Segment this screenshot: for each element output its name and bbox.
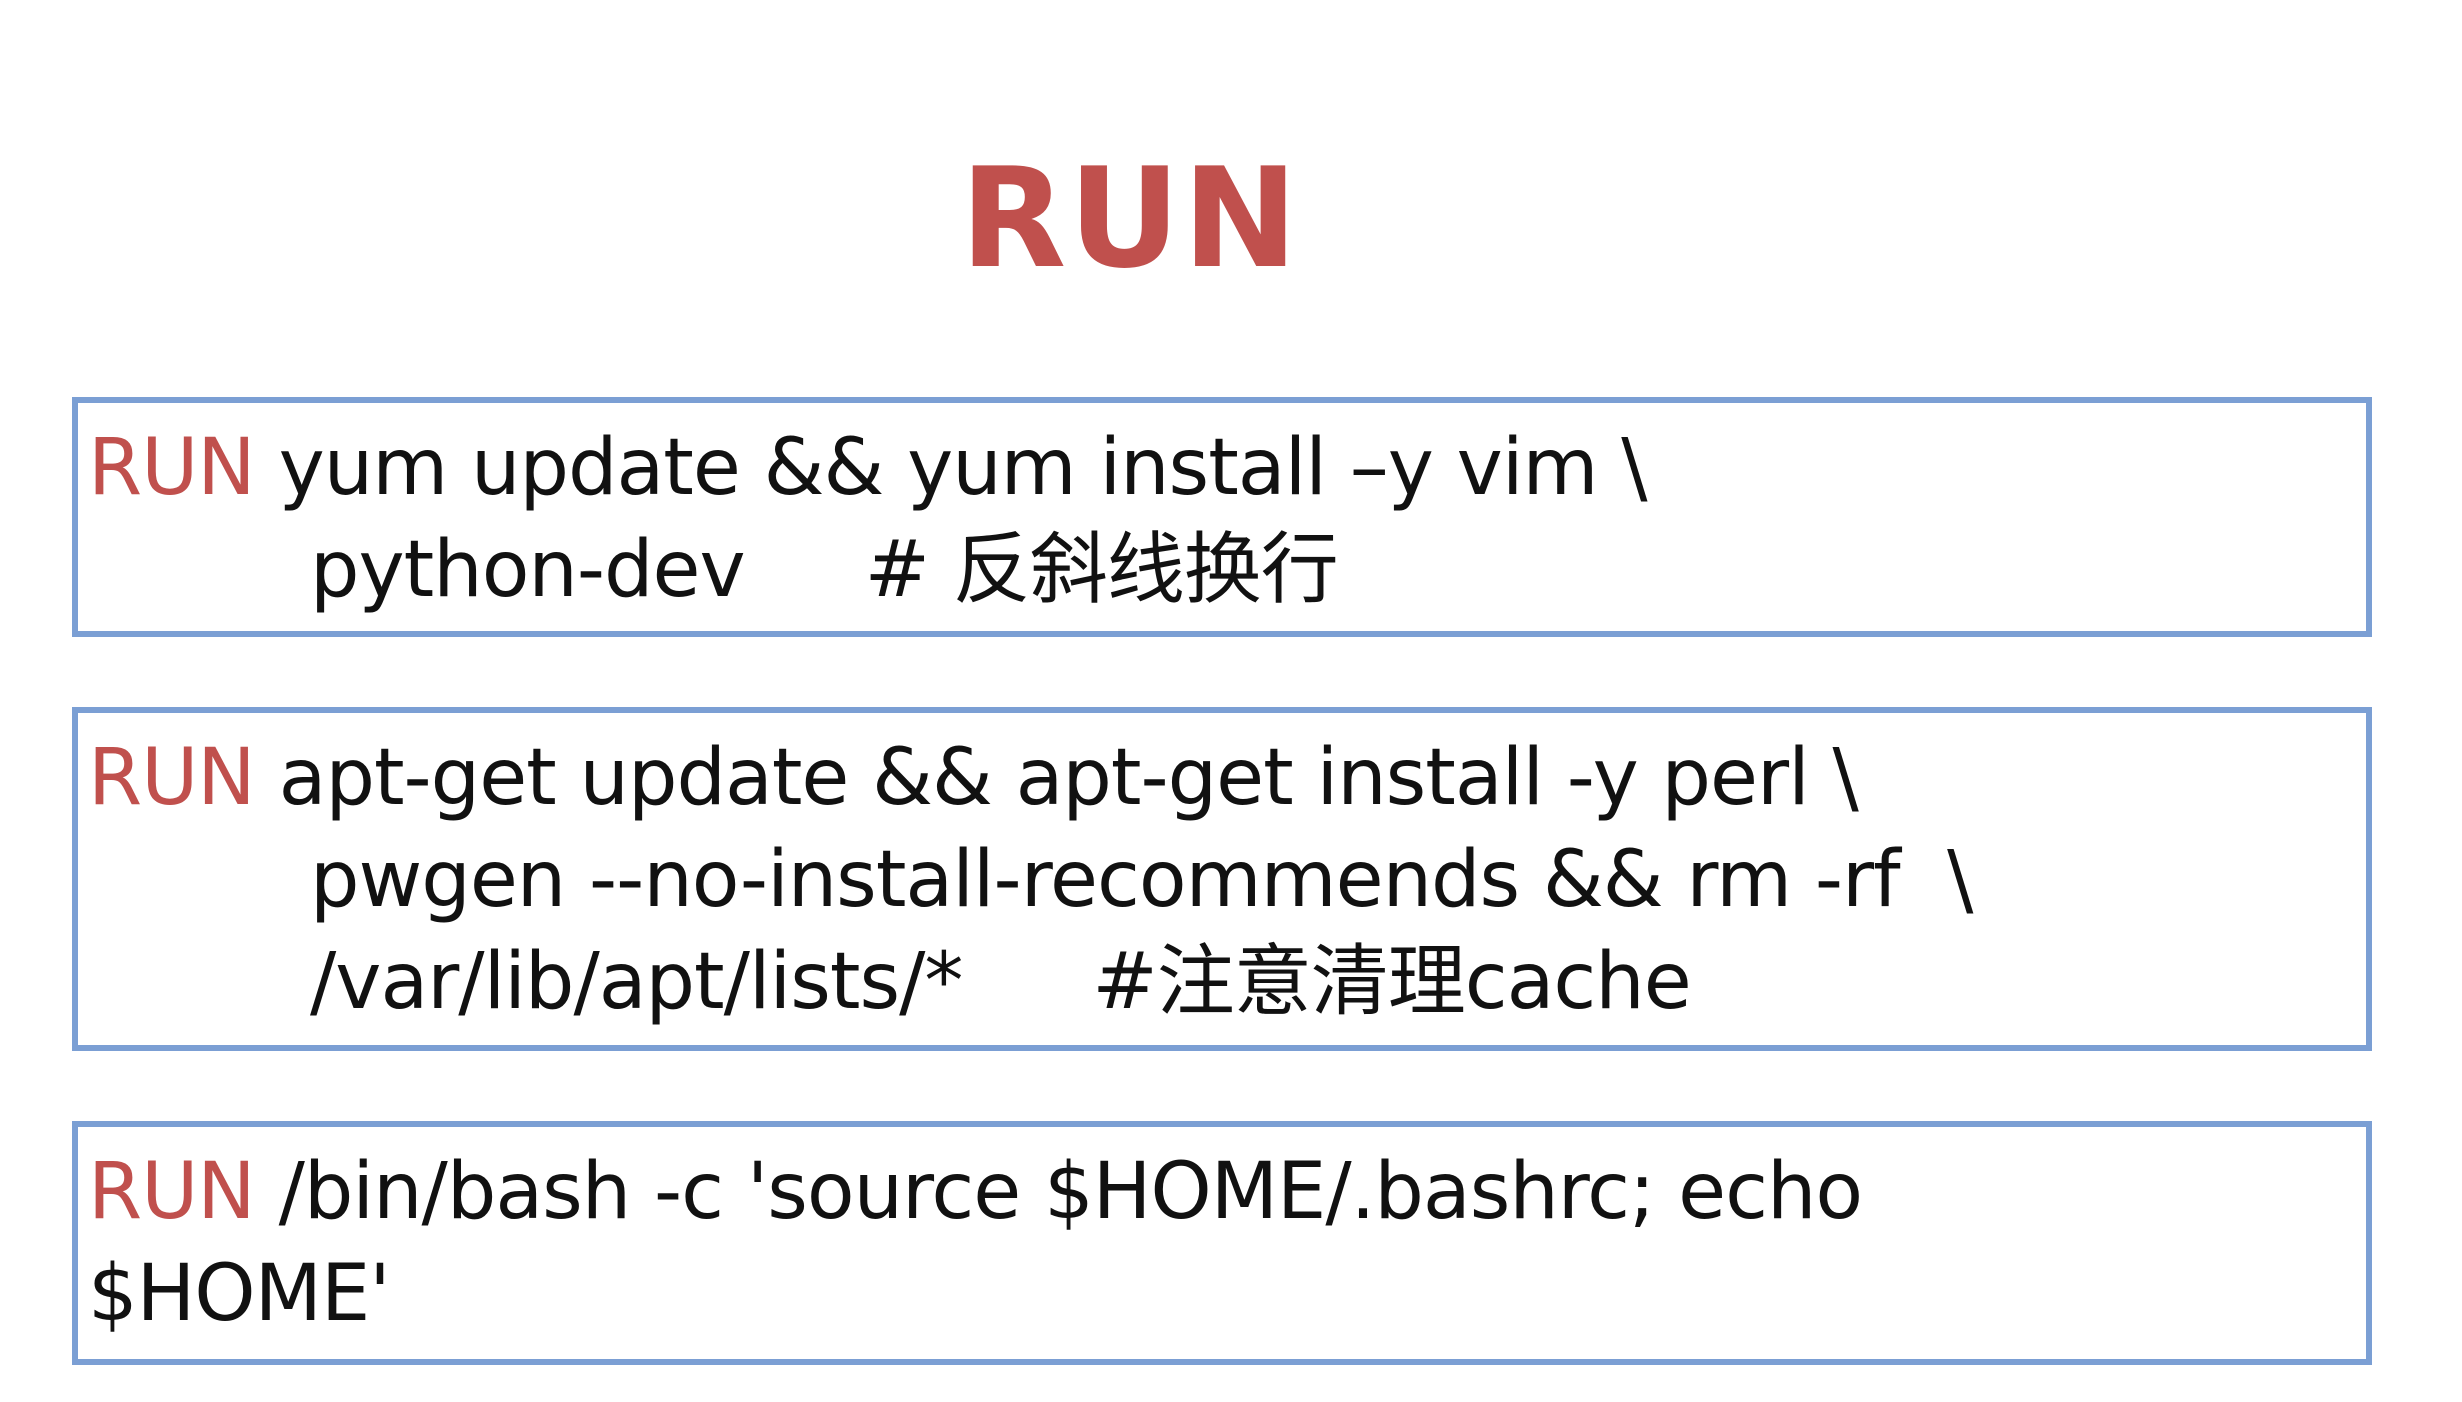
code-line: pwgen --no-install-recommends && rm -rf …	[310, 841, 1973, 919]
code-text: yum update && yum install –y vim \	[278, 423, 1648, 513]
run-keyword: RUN	[88, 1147, 256, 1237]
run-keyword: RUN	[88, 423, 256, 513]
code-comment: #注意清理cache	[1092, 937, 1691, 1027]
code-text: /var/lib/apt/lists/*	[310, 937, 963, 1027]
code-text: /bin/bash -c 'source $HOME/.bashrc; echo	[278, 1147, 1863, 1237]
code-line: python-dev# 反斜线换行	[310, 531, 1339, 609]
page-title: RUN	[960, 138, 1300, 299]
code-line: $HOME'	[88, 1255, 391, 1333]
code-text: $HOME'	[88, 1249, 391, 1339]
code-text: python-dev	[310, 525, 746, 615]
code-comment: # 反斜线换行	[864, 525, 1339, 615]
code-block-bash: RUN/bin/bash -c 'source $HOME/.bashrc; e…	[72, 1121, 2372, 1365]
code-line: RUN/bin/bash -c 'source $HOME/.bashrc; e…	[88, 1153, 1863, 1231]
run-keyword: RUN	[88, 733, 256, 823]
code-text: apt-get update && apt-get install -y per…	[278, 733, 1859, 823]
code-text: pwgen --no-install-recommends && rm -rf …	[310, 835, 1973, 925]
code-line: /var/lib/apt/lists/*#注意清理cache	[310, 943, 1692, 1021]
